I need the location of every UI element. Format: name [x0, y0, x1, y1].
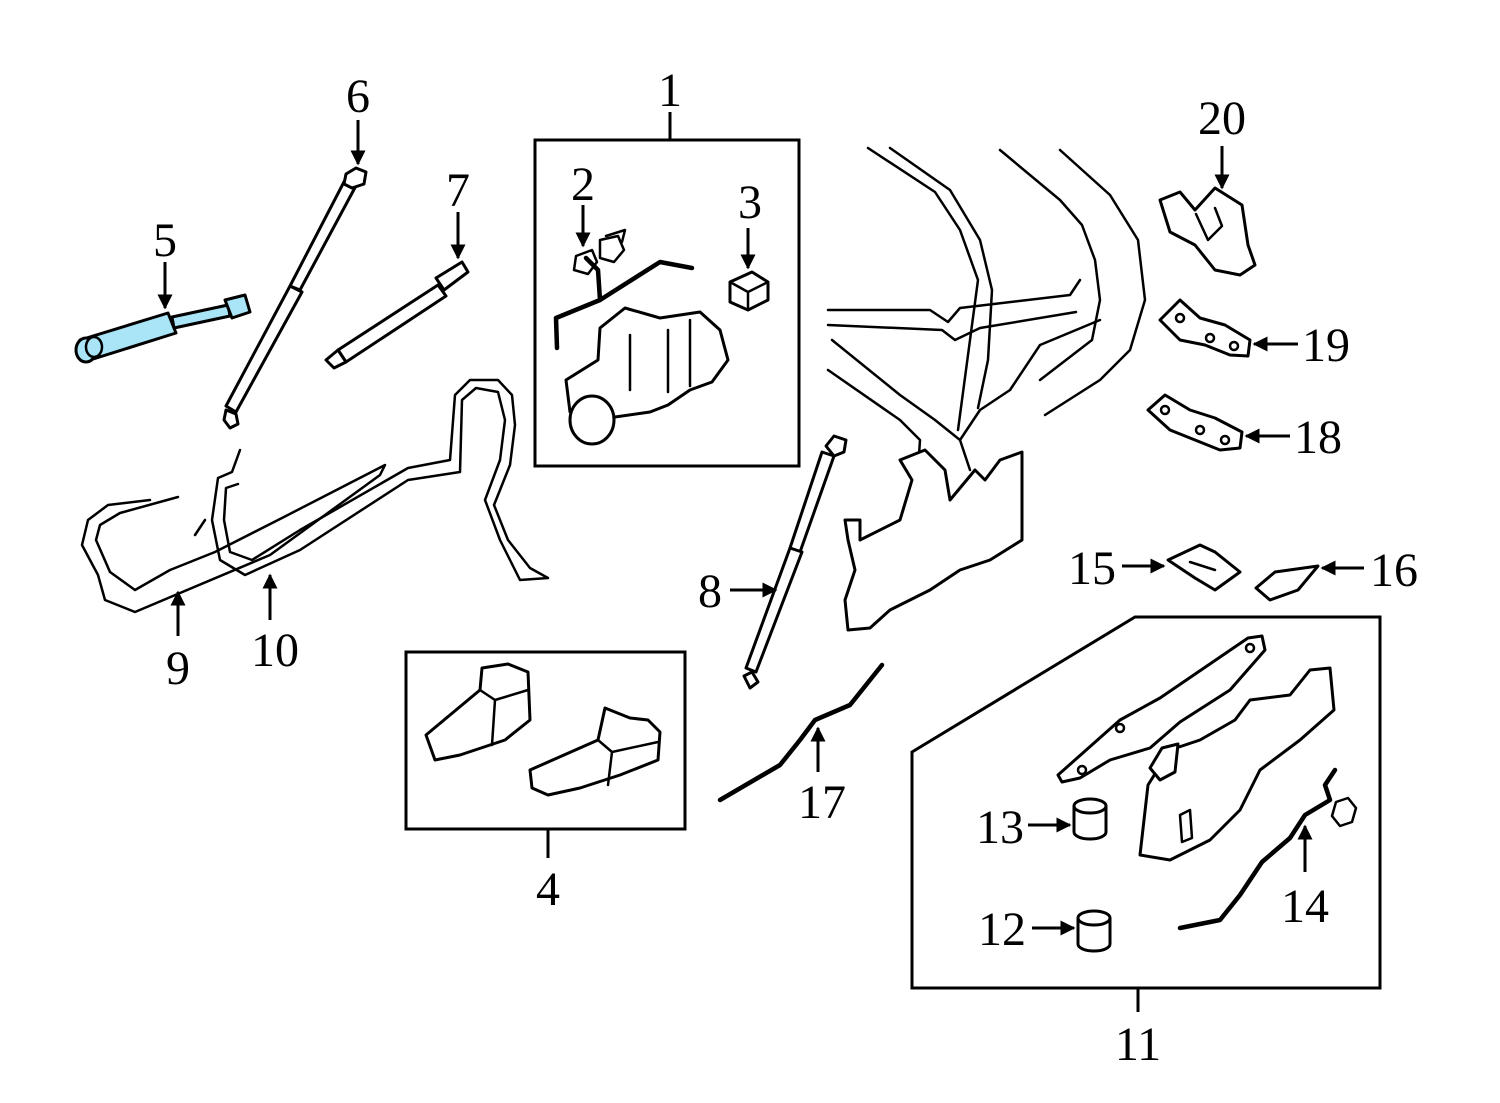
part-8-lift-support[interactable] [742, 434, 848, 690]
part-12-bushing[interactable] [1076, 909, 1112, 953]
part-18-bracket[interactable] [1146, 393, 1244, 452]
part-14-cable[interactable] [1177, 767, 1358, 931]
callout-13: 13 [976, 801, 1024, 854]
callout-19: 19 [1302, 319, 1350, 372]
group-4-brackets [424, 662, 662, 797]
callout-1: 1 [658, 64, 682, 117]
part-2-wiring-harness[interactable] [553, 228, 695, 351]
part-16-clip[interactable] [1254, 564, 1320, 602]
callout-10: 10 [251, 624, 299, 677]
callout-9: 9 [166, 642, 190, 695]
callout-4: 4 [536, 863, 560, 916]
part-10-hose[interactable] [210, 378, 550, 582]
callout-20: 20 [1198, 92, 1246, 145]
callout-11: 11 [1115, 1018, 1161, 1071]
callout-17: 17 [798, 776, 846, 829]
callout-6: 6 [346, 70, 370, 123]
callout-16: 16 [1370, 544, 1418, 597]
group-box-11 [910, 615, 1382, 990]
part-9-hose[interactable] [80, 463, 387, 614]
group-box-1 [533, 138, 801, 468]
group-box-4 [404, 650, 687, 831]
part-5-lift-support-highlighted[interactable] [74, 293, 252, 364]
part-13-bushing[interactable] [1072, 797, 1108, 841]
callout-2: 2 [571, 158, 595, 211]
part-7-lift-support[interactable] [324, 260, 470, 370]
callout-18: 18 [1294, 411, 1342, 464]
group-1-actuator-body [564, 306, 730, 446]
part-17-cable[interactable] [717, 662, 885, 803]
group-11-latch-assembly [1056, 634, 1336, 862]
callout-8: 8 [698, 565, 722, 618]
callout-7: 7 [446, 164, 470, 217]
callout-5: 5 [153, 214, 177, 267]
callout-3: 3 [738, 176, 762, 229]
body-structure [826, 146, 1147, 632]
part-19-bracket[interactable] [1158, 298, 1252, 358]
callout-14: 14 [1281, 880, 1329, 933]
part-3-connector[interactable] [728, 270, 770, 312]
part-6-lift-support[interactable] [222, 166, 368, 430]
callout-15: 15 [1068, 542, 1116, 595]
part-15-clip[interactable] [1166, 543, 1242, 592]
part-20-bracket[interactable] [1158, 186, 1257, 277]
callout-12: 12 [978, 903, 1026, 956]
